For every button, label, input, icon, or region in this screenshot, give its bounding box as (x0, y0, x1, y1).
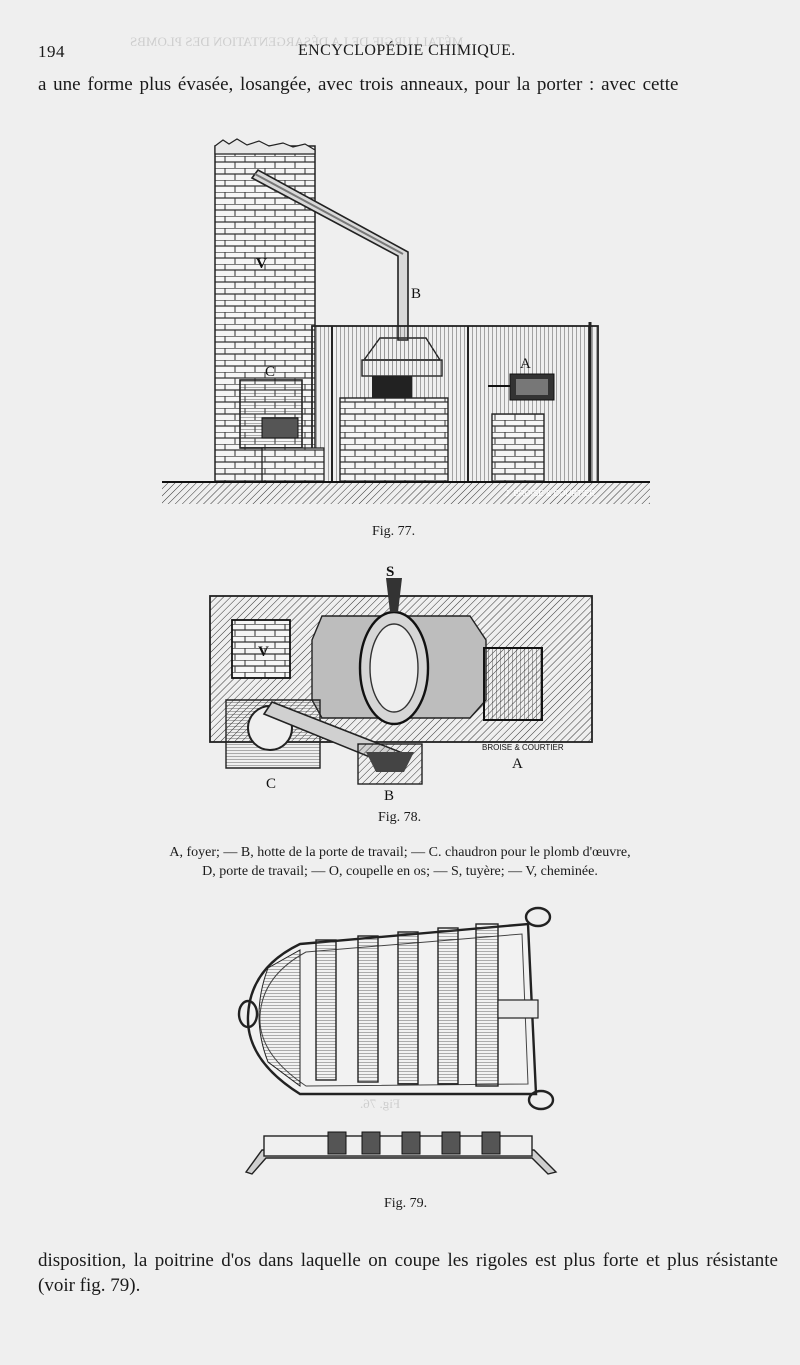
fig78-label-s: S (386, 564, 394, 580)
fig78-legend-line-2: D, porte de travail; — O, coupelle en os… (202, 864, 598, 879)
fig79-caption: Fig. 79. (384, 1196, 428, 1211)
fig78-caption: Fig. 78. (378, 810, 422, 825)
fig78-label-a: A (512, 756, 523, 772)
page-number: 194 (38, 42, 65, 61)
fig79-drawing (237, 906, 558, 1175)
fig78-label-c: C (266, 776, 276, 792)
fig77-label-a: A (520, 356, 531, 372)
fig77-label-b: B (411, 286, 421, 302)
running-title: ENCYCLOPÉDIE CHIMIQUE. (298, 42, 516, 59)
opening-line: a une forme plus évasée, losangée, avec … (38, 74, 679, 95)
fig78-label-b: B (384, 788, 394, 804)
fig78-drawing (209, 578, 593, 785)
fig77-engraver: J. BROISE & COURTIER (505, 489, 595, 498)
closing-paragraph: disposition, la poitrine d'os dans laque… (38, 1250, 778, 1296)
fig77-caption: Fig. 77. (372, 524, 416, 539)
fig77-label-c: C (265, 364, 275, 380)
fig78-engraver: BROISE & COURTIER (482, 743, 564, 752)
fig78-legend-line-1: A, foyer; — B, hotte de la porte de trav… (169, 845, 631, 860)
fig77-drawing (162, 138, 650, 504)
fig78-label-v: V (258, 644, 269, 660)
fig77-label-v: V (256, 256, 267, 272)
